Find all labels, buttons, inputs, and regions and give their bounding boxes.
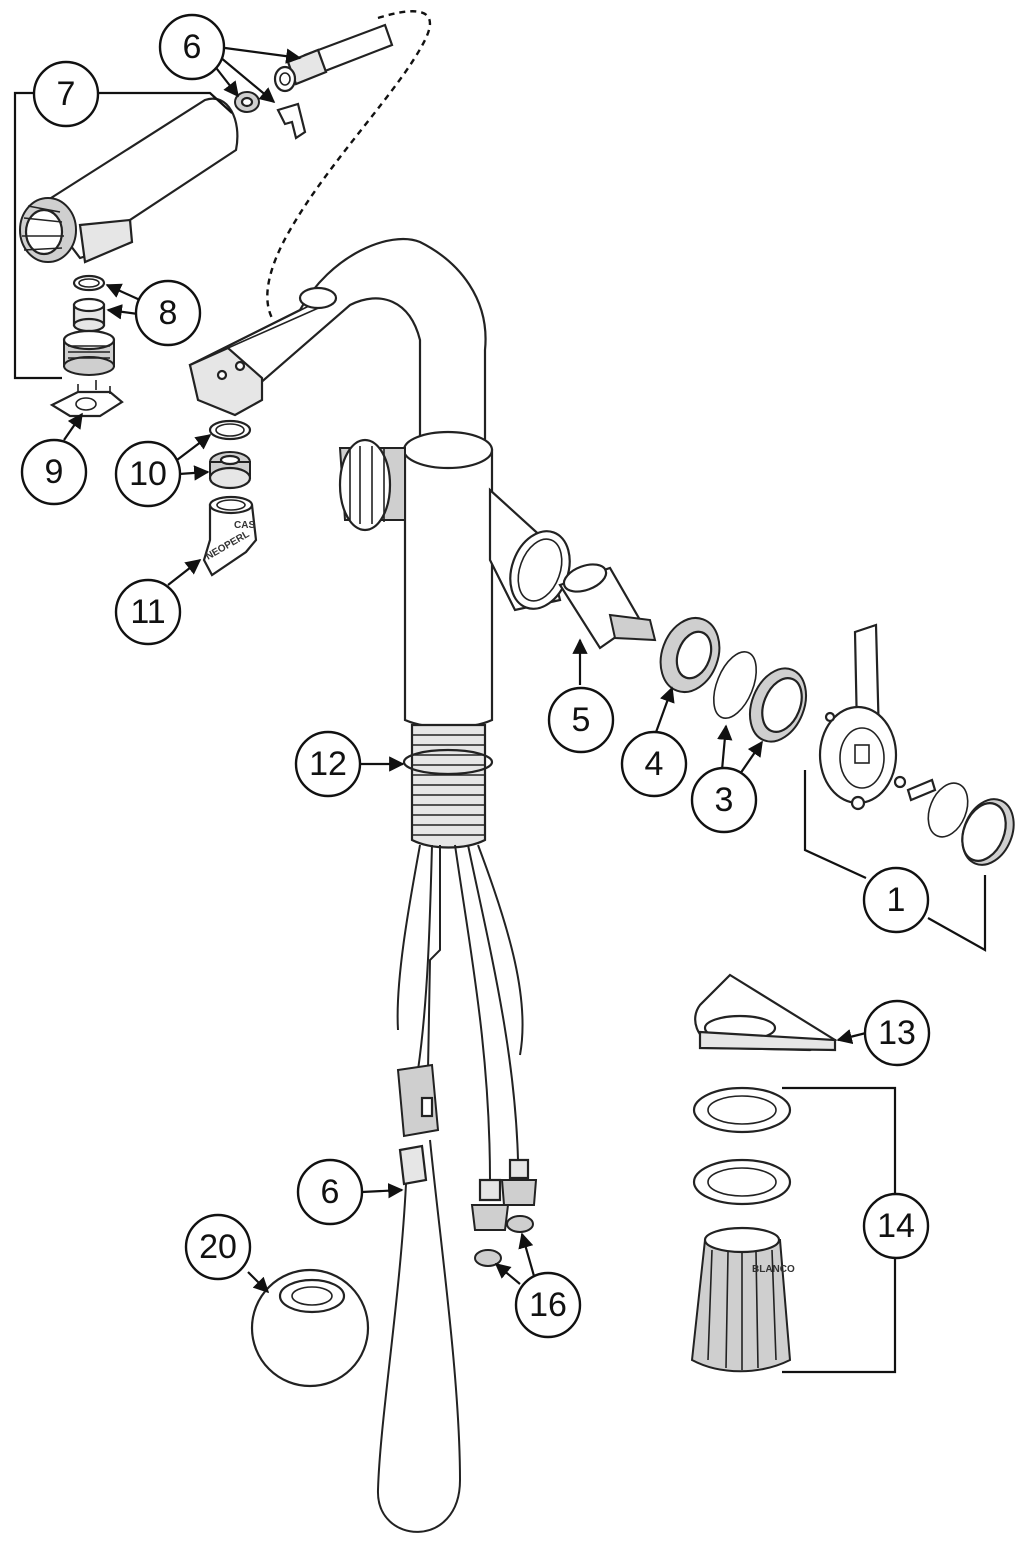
bracket-1 (803, 770, 987, 952)
bracket-7 (13, 91, 62, 380)
supply-hoses (396, 844, 524, 1181)
callout-9-label: 9 (45, 453, 64, 491)
callout-11-label: 11 (130, 593, 165, 631)
callout-20-label: 20 (199, 1228, 237, 1266)
callout-12: 12 (294, 730, 362, 798)
cartridge (558, 563, 657, 650)
o-ring-and-cap (712, 651, 807, 743)
callout-5: 5 (547, 686, 615, 754)
callout-16-label: 16 (529, 1286, 567, 1324)
callout-13-label: 13 (878, 1014, 916, 1052)
mounting-nut-brand-label: BLANCO (752, 1264, 795, 1275)
callout-10: 10 (114, 440, 182, 508)
aerator-key (49, 380, 124, 418)
spray-head (19, 97, 239, 264)
callout-3-label: 3 (715, 781, 734, 819)
aerator-assembly-10 (208, 419, 252, 490)
spray-hose-coupling (376, 1063, 462, 1533)
callout-10-label: 10 (129, 455, 167, 493)
callout-9: 9 (20, 438, 88, 506)
baseplate (694, 973, 838, 1052)
bracket-14 (782, 1086, 897, 1374)
callout-1: 1 (862, 866, 930, 934)
faucet-body (188, 237, 571, 729)
callout-12-label: 12 (309, 745, 347, 783)
supply-nut-left (474, 1249, 502, 1267)
callout-8: 8 (134, 279, 202, 347)
bracket-7-right (98, 91, 233, 114)
callout-7: 7 (32, 60, 100, 128)
hose-weight-ball (250, 1268, 370, 1388)
supply-nut-right (506, 1215, 534, 1233)
hose-connector-top (234, 23, 394, 140)
callout-20: 20 (184, 1213, 252, 1281)
callout-14: 14 (862, 1192, 930, 1260)
leader-arrows (63, 46, 867, 1294)
callout-11: 11 (114, 578, 182, 646)
supply-fittings (470, 1158, 538, 1267)
wrench-code-label: CAS (234, 520, 255, 531)
callout-3: 3 (690, 766, 758, 834)
callout-6-bottom-label: 6 (321, 1173, 340, 1211)
callout-6-top-label: 6 (183, 28, 202, 66)
callout-4-label: 4 (645, 745, 664, 783)
threaded-shank (402, 723, 494, 849)
callout-6-top: 6 (158, 13, 226, 81)
callout-8-label: 8 (159, 294, 178, 332)
mounting-kit: BLANCO (690, 1086, 795, 1373)
callout-16: 16 (514, 1271, 582, 1339)
callout-5-label: 5 (572, 701, 591, 739)
hose-routing-dashed-line (266, 10, 432, 319)
callout-4: 4 (620, 730, 688, 798)
aerator-assembly-8 (62, 274, 116, 376)
handle-assembly (818, 623, 1015, 866)
retaining-clip (276, 102, 307, 140)
callout-7-label: 7 (57, 75, 76, 113)
callout-1-label: 1 (887, 881, 906, 919)
callout-14-label: 14 (877, 1207, 915, 1245)
callout-6-bottom: 6 (296, 1158, 364, 1226)
aerator-wrench: NEOPERL CAS (202, 495, 258, 577)
bonnet-nut (659, 617, 721, 693)
callout-13: 13 (863, 999, 931, 1067)
